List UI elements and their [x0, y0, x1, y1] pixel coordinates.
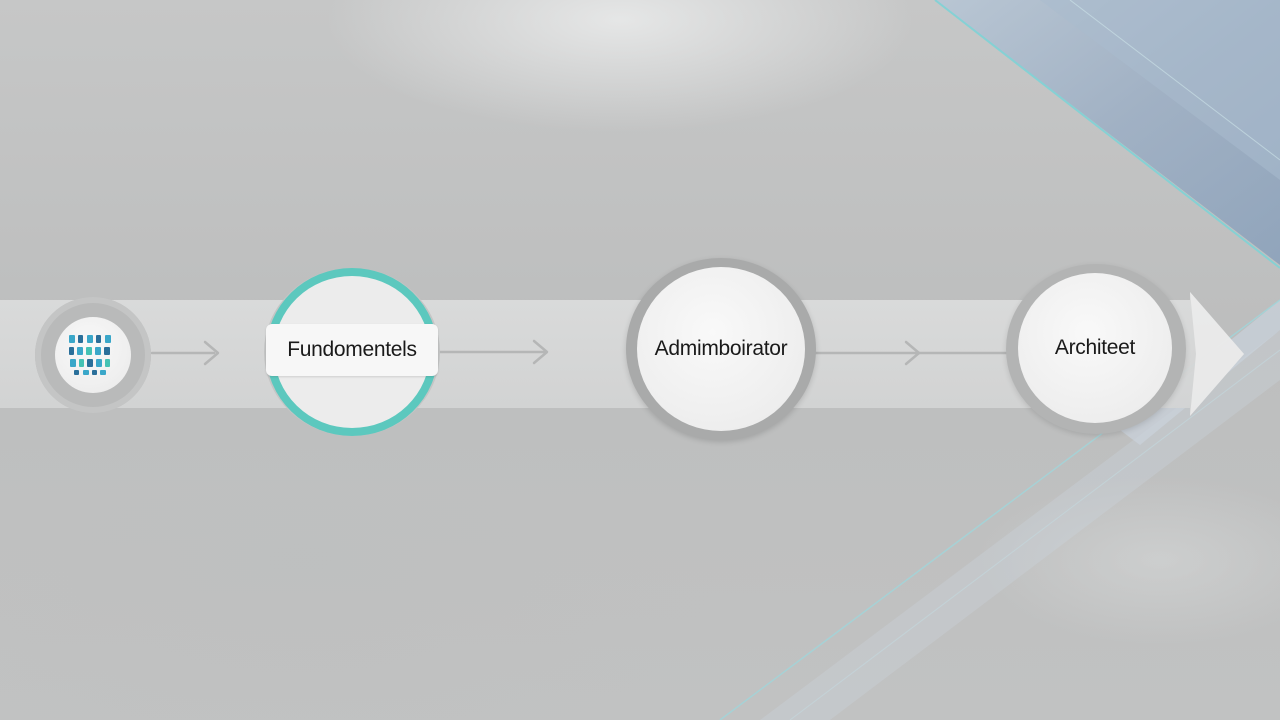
fundamentals-node: Fundomentels: [264, 268, 440, 436]
arrow-head-icon: [1190, 292, 1244, 416]
architect-node: Architeet: [1006, 264, 1186, 434]
administrator-label: Admimboirator: [654, 337, 788, 360]
start-node: [35, 297, 151, 413]
chevron-right-icon: [904, 340, 921, 366]
fundamentals-label: Fundomentels: [287, 338, 417, 361]
fundamentals-label-box: Fundomentels: [266, 324, 438, 376]
data-grid-icon: [69, 335, 111, 375]
chevron-right-icon: [203, 340, 220, 366]
administrator-node: Admimboirator: [626, 258, 816, 440]
architect-label: Architeet: [1054, 336, 1136, 359]
chevron-right-icon: [532, 339, 549, 365]
